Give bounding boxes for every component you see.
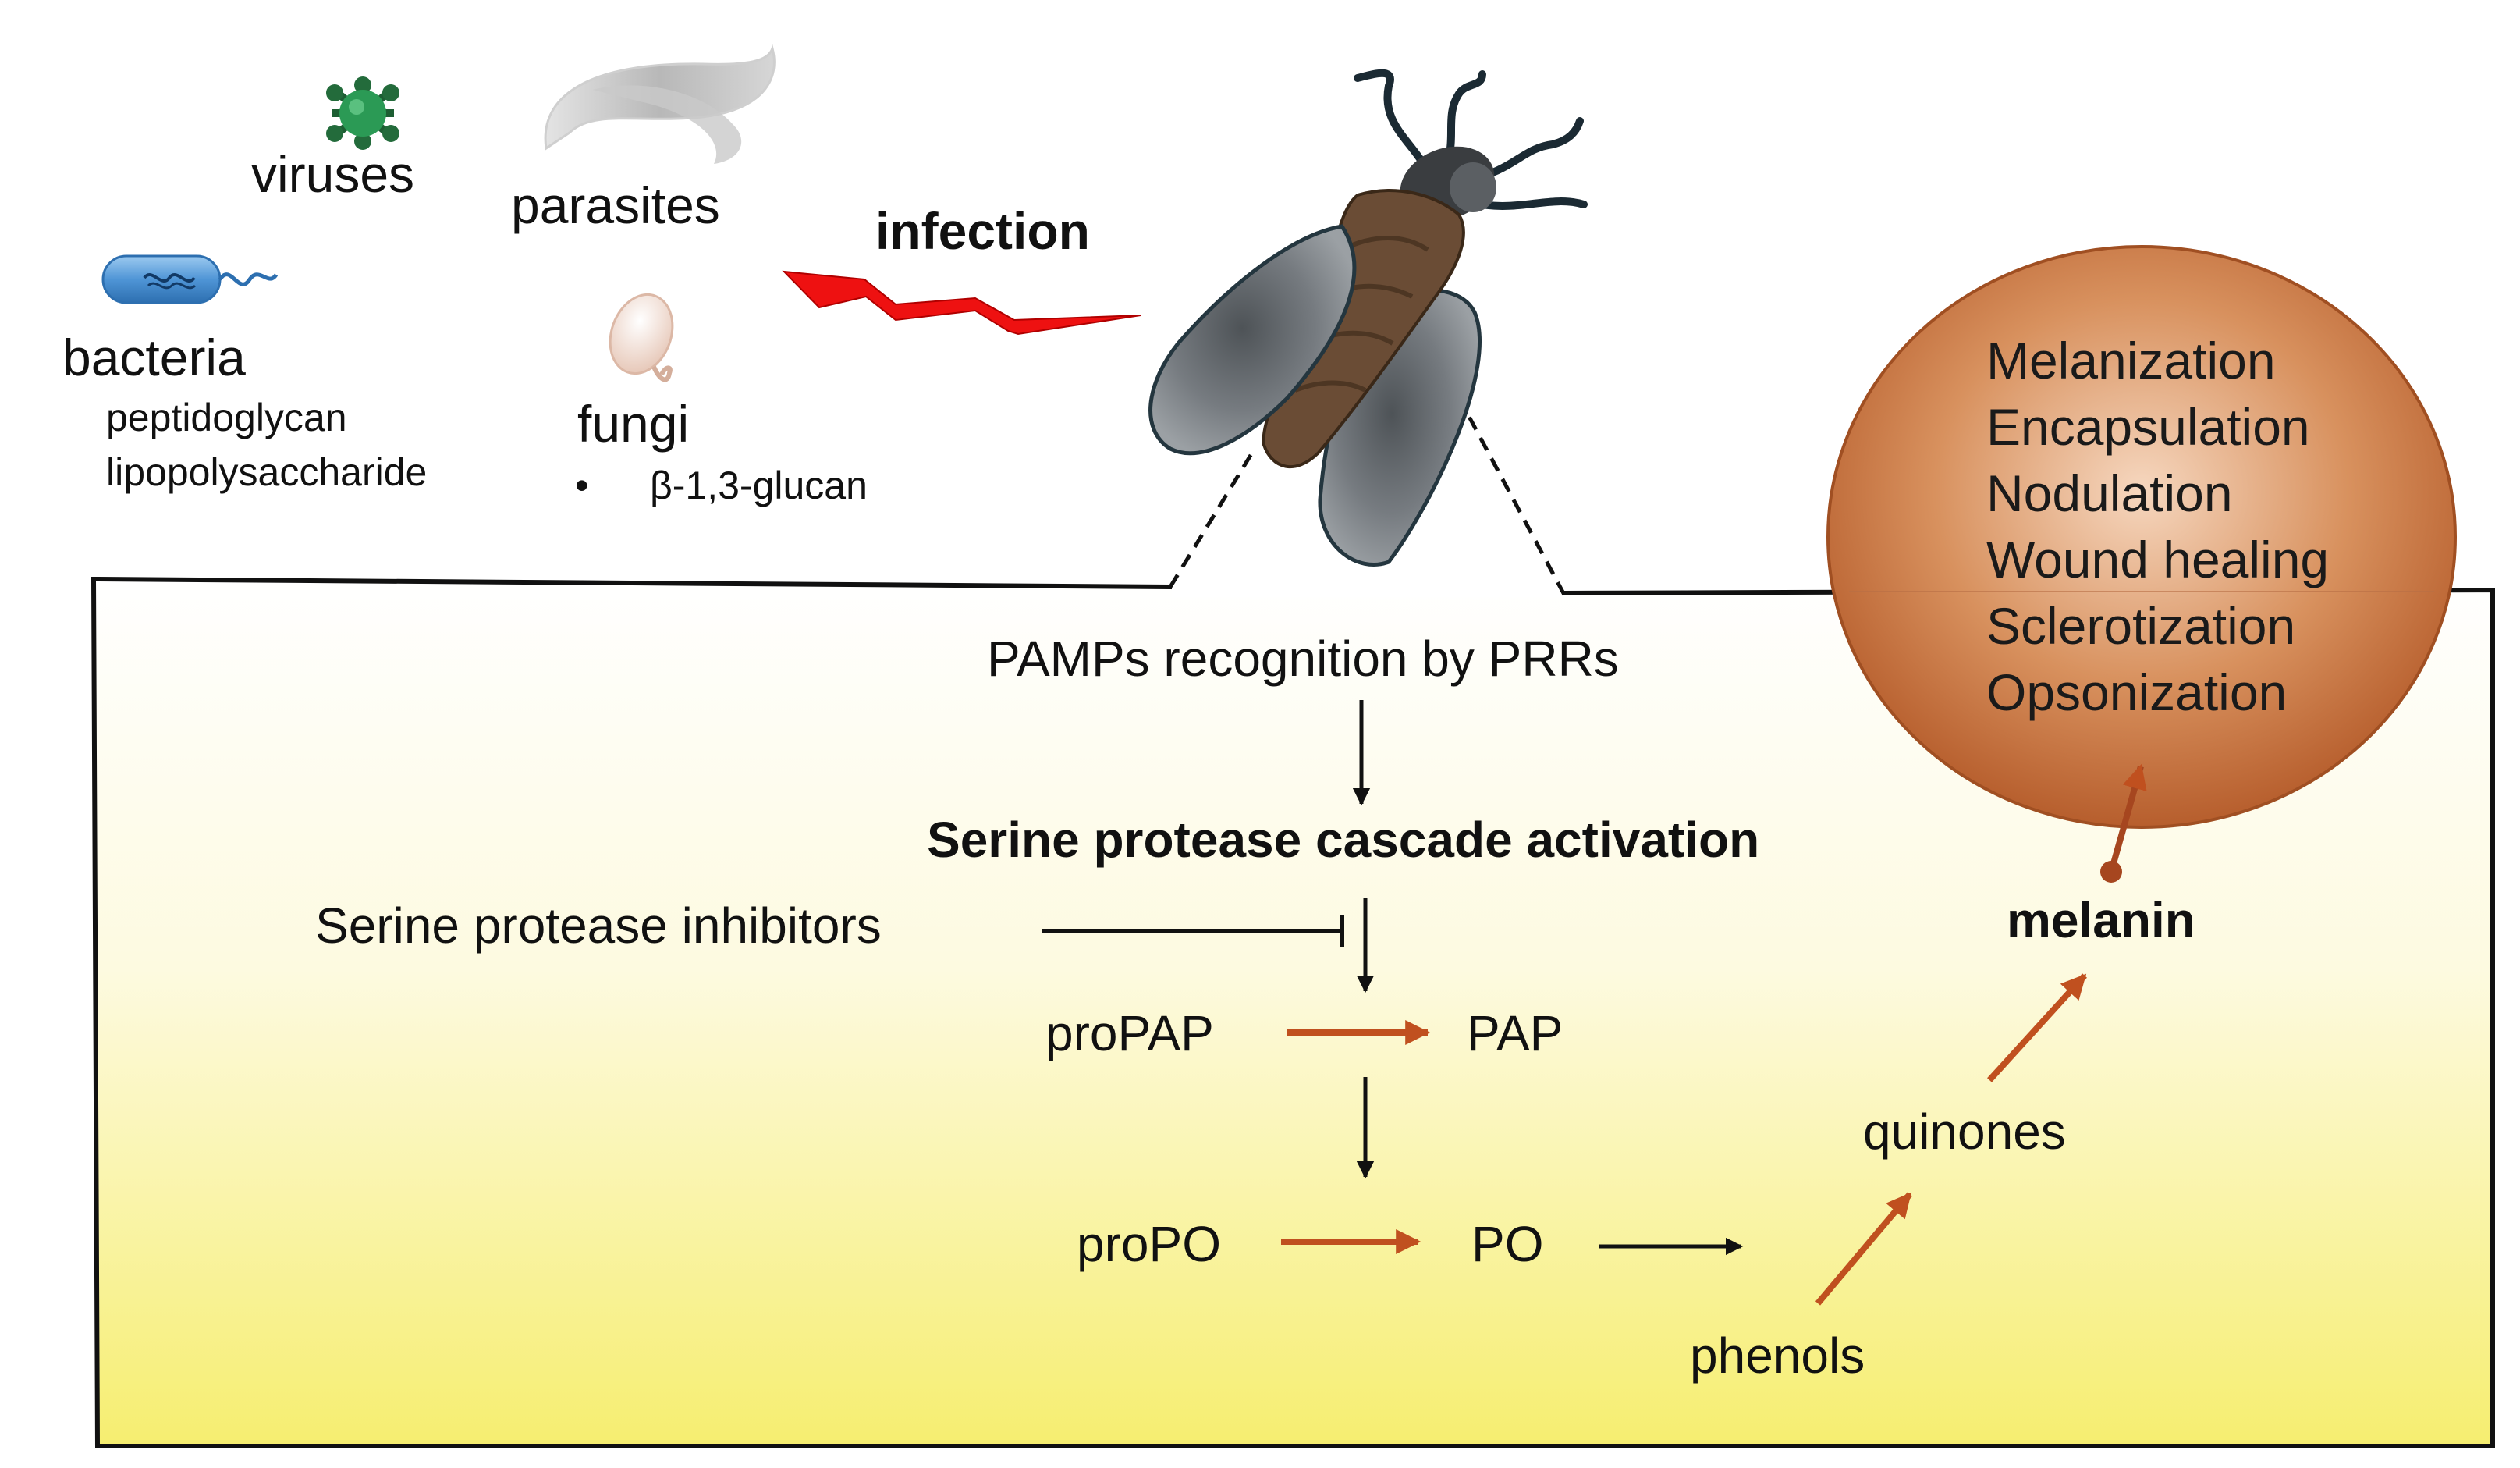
bacteria-components-list: peptidoglycan lipopolysaccharide — [31, 398, 427, 507]
label-serine-cascade: Serine protease cascade activation — [927, 812, 1760, 868]
outcome-item: Melanization — [1986, 332, 2276, 389]
infection-bolt-icon — [782, 270, 1141, 336]
fungi-components-list: β-1,3-glucan — [575, 466, 868, 505]
label-phenols: phenols — [1690, 1328, 1865, 1384]
zoom-line-left — [1168, 451, 1255, 588]
panel-gap — [1172, 574, 1562, 597]
label-po: PO — [1471, 1216, 1544, 1272]
label-melanin: melanin — [2007, 892, 2195, 948]
outcome-item: Wound healing — [1986, 531, 2330, 588]
label-infection: infection — [875, 202, 1090, 260]
outcomes-list: Melanization Encapsulation Nodulation Wo… — [1986, 328, 2329, 726]
arrow-melanin-to-outcomes — [2108, 763, 2147, 873]
label-viruses: viruses — [251, 145, 415, 203]
insect-fly-icon — [1148, 69, 1588, 567]
outcome-sphere — [1826, 245, 2457, 829]
label-fungi: fungi — [577, 395, 690, 453]
label-pamps-recognition: PAMPs recognition by PRRs — [987, 631, 1619, 687]
outcome-item: Opsonization — [1986, 663, 2288, 721]
label-propap: proPAP — [1045, 1005, 1214, 1061]
arrow-phenols-to-quinones — [1815, 1192, 1913, 1306]
label-bacteria: bacteria — [62, 329, 246, 386]
fungus-spore-icon — [609, 293, 674, 382]
bacteria-component-item: lipopolysaccharide — [31, 453, 427, 492]
zoom-line-right — [1394, 279, 1567, 596]
outcome-item: Encapsulation — [1986, 398, 2310, 456]
label-serine-inhibitors: Serine protease inhibitors — [315, 898, 882, 954]
label-pap: PAP — [1467, 1005, 1563, 1061]
outcome-item: Nodulation — [1986, 464, 2233, 522]
outcome-item: Sclerotization — [1986, 597, 2296, 655]
label-quinones: quinones — [1863, 1104, 2066, 1160]
virus-icon — [326, 76, 399, 150]
arrow-quinones-to-melanin — [1987, 973, 2087, 1082]
label-propo: proPO — [1077, 1216, 1221, 1272]
parasite-icon-tail — [593, 85, 742, 164]
label-parasites: parasites — [511, 176, 720, 234]
bacterium-icon — [101, 254, 279, 304]
bacteria-component-item: peptidoglycan — [31, 398, 427, 437]
fungi-component-item: β-1,3-glucan — [575, 466, 868, 505]
